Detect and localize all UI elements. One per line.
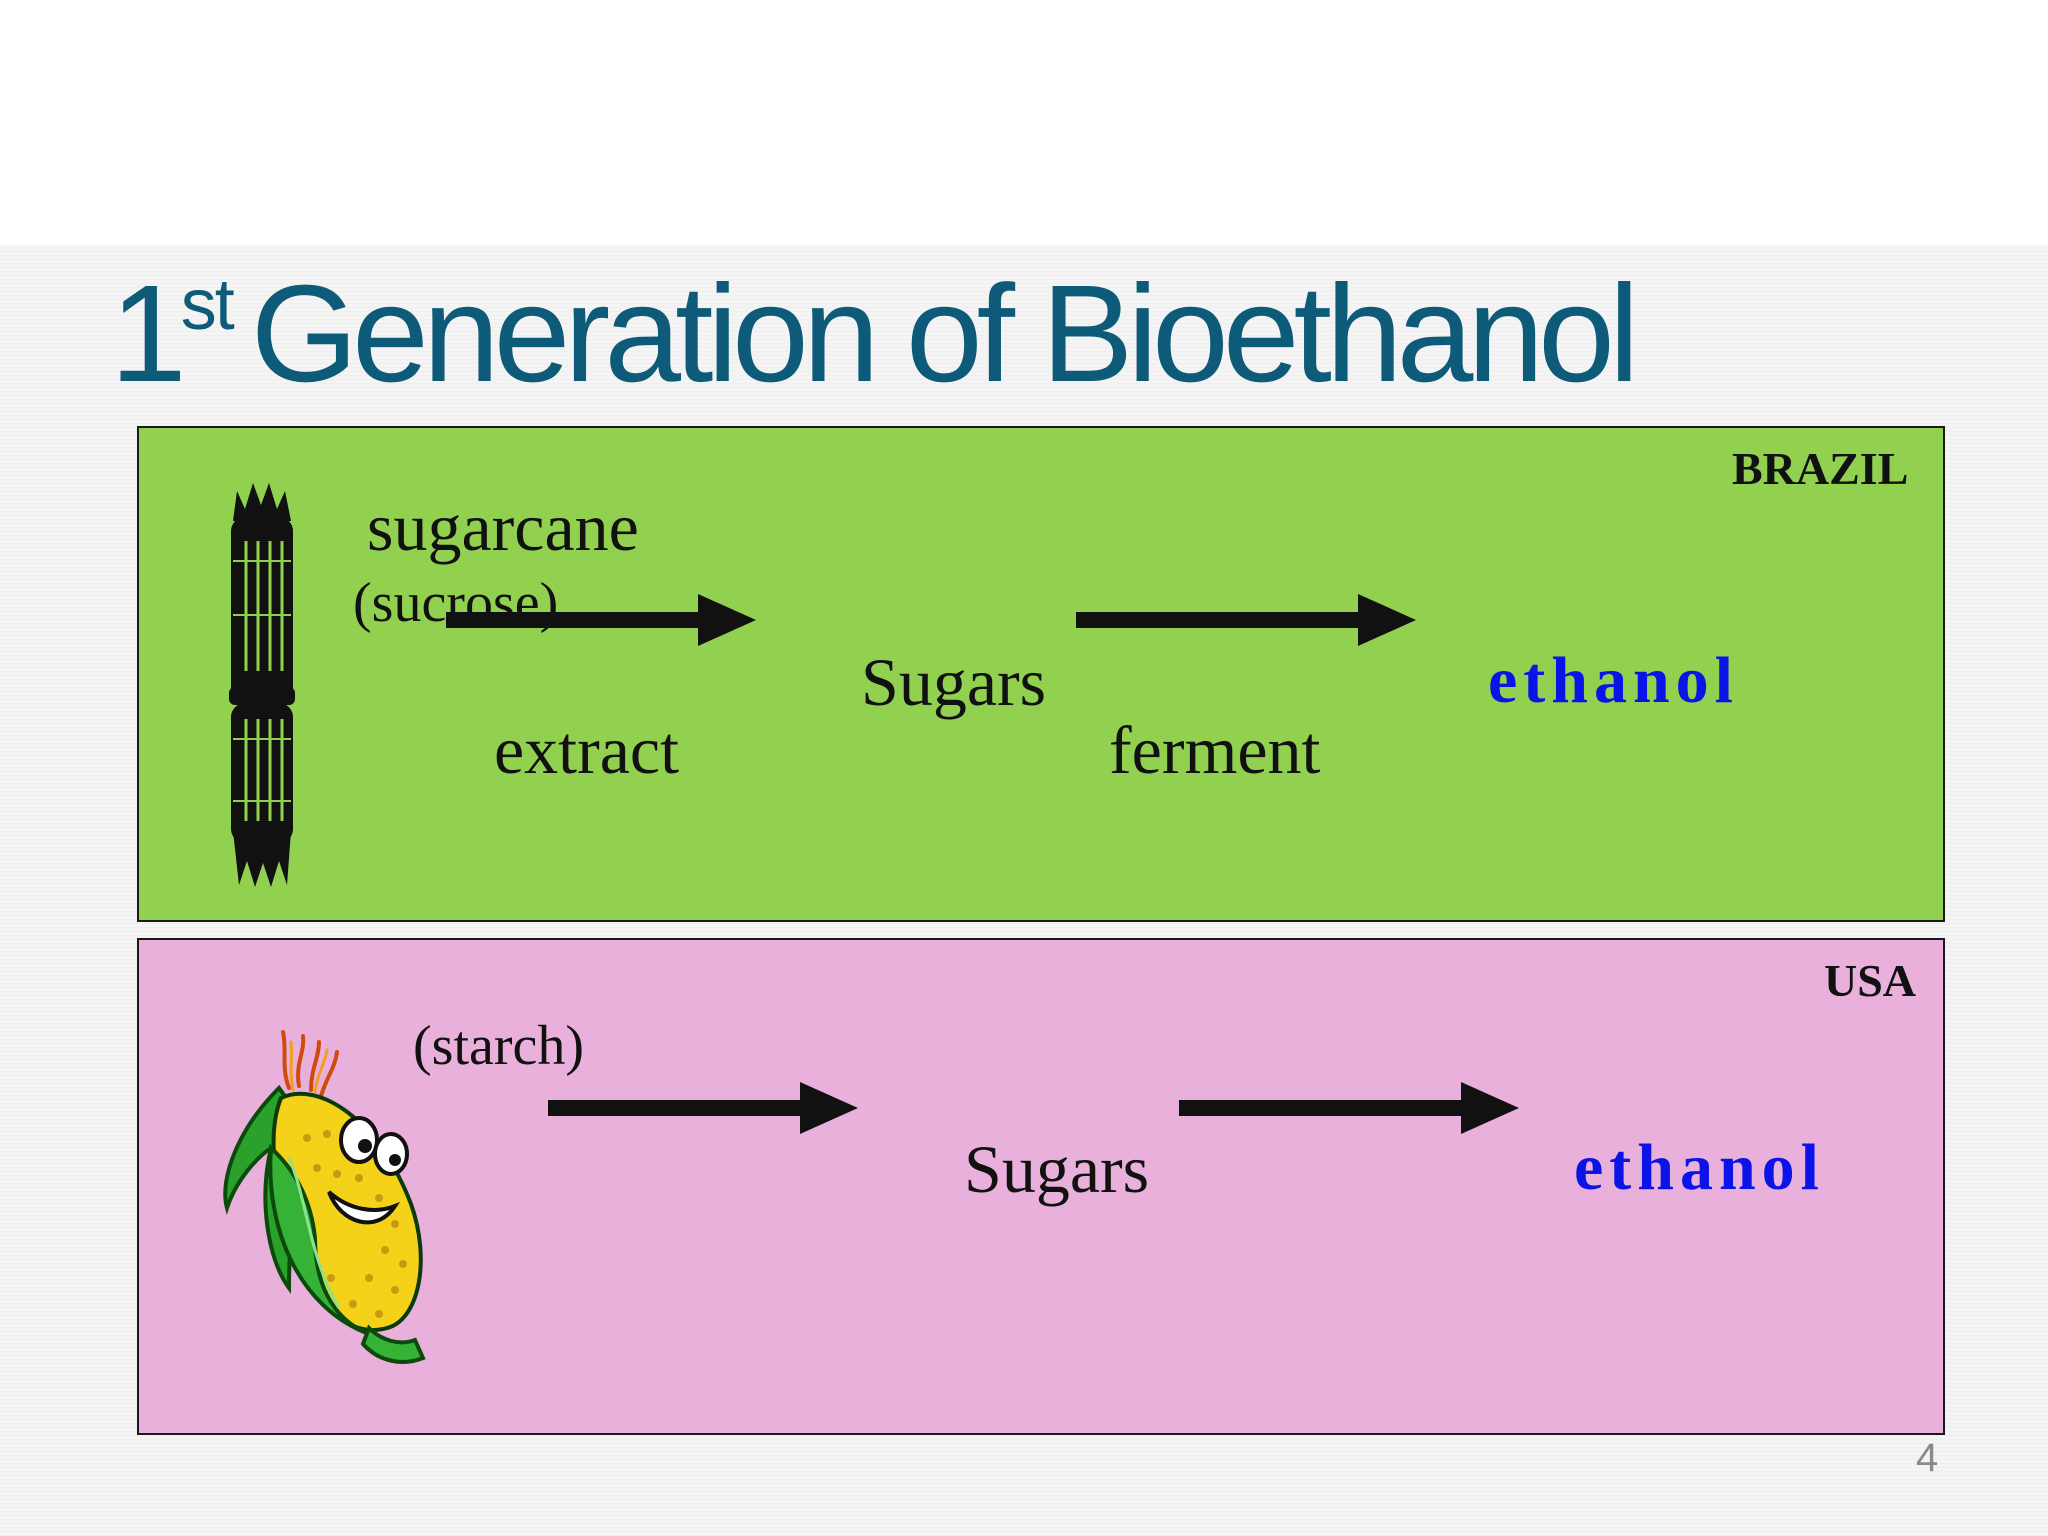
usa-country-label: USA [1824,955,1917,1006]
brazil-ethanol-label: ethanol [1488,644,1740,717]
usa-arrow-1 [548,1082,858,1134]
title-superscript: st [180,265,235,345]
brazil-feedstock-label: sugarcane [367,489,639,565]
title-number: 1 [110,257,187,411]
brazil-panel: BRAZIL sugarcane (sucrose) [137,426,1945,922]
usa-ethanol-label: ethanol [1574,1131,1826,1204]
corn-icon [223,1030,426,1364]
brazil-extract-label: extract [494,712,679,788]
usa-feedstock-component-label: (starch) [413,1015,585,1077]
brazil-country-label: BRAZIL [1732,443,1909,494]
brazil-ferment-label: ferment [1109,712,1321,788]
usa-arrow-2 [1179,1082,1519,1134]
title-text: Generation of Bioethanol [250,257,1640,411]
brazil-ferment-arrow [1076,594,1416,646]
brazil-sugars-label: Sugars [861,644,1047,720]
usa-sugars-label: Sugars [964,1131,1150,1207]
sugarcane-icon [229,483,295,887]
brazil-extract-arrow [446,594,756,646]
page-number: 4 [1916,1436,1939,1480]
usa-panel: USA [137,938,1945,1435]
